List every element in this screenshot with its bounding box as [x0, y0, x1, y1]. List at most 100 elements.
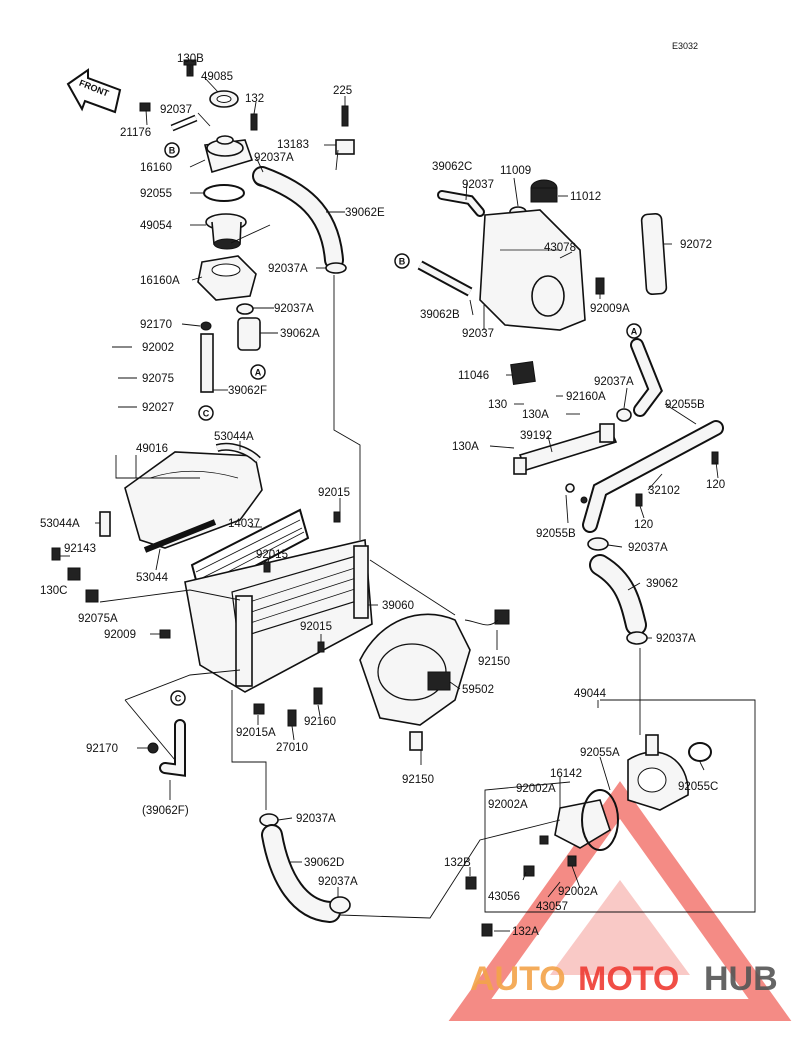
part-label: 11012 — [570, 191, 601, 203]
part-label: 92055B — [665, 399, 705, 411]
hose-39062e — [252, 105, 355, 274]
part-label: 32102 — [648, 485, 680, 497]
part-label: 43078 — [544, 242, 576, 254]
part-label: 16160 — [140, 162, 172, 174]
ref-b-circle-1 — [164, 142, 180, 158]
part-label: 92037A — [296, 813, 336, 825]
part-label: 92143 — [64, 543, 96, 555]
part-label: 92170 — [140, 319, 172, 331]
part-label: 92037A — [254, 152, 294, 164]
thermostat-group — [139, 59, 273, 393]
watermark-text: AUTO MOTO HUB — [470, 960, 778, 998]
part-label: 92075 — [142, 373, 174, 385]
part-label: 132B — [444, 857, 471, 869]
reference-markers: B A C B A C — [164, 142, 642, 706]
part-label: 92075A — [78, 613, 118, 625]
part-label: 92015 — [300, 621, 332, 633]
part-label: 92015A — [236, 727, 276, 739]
reservoir-group — [417, 179, 668, 331]
ref-b-circle-2 — [394, 253, 410, 269]
part-label: 92015 — [256, 549, 288, 561]
part-label: 43057 — [536, 901, 568, 913]
part-label: 43056 — [488, 891, 520, 903]
part-label: 92055 — [140, 188, 172, 200]
part-label: 92055C — [678, 781, 718, 793]
part-label: 53044A — [40, 518, 80, 530]
ref-c-circle-1 — [198, 405, 214, 421]
watermark-auto: AUTO — [470, 960, 566, 998]
part-label: 92037A — [594, 376, 634, 388]
part-label: 92072 — [680, 239, 712, 251]
part-label: 13183 — [277, 139, 309, 151]
part-label: 92009A — [590, 303, 630, 315]
ref-c-text-1: C — [203, 409, 210, 419]
part-label: 130A — [452, 441, 479, 453]
fan-group — [359, 609, 510, 751]
part-label: 49016 — [136, 443, 168, 455]
part-label: 21176 — [120, 127, 151, 139]
part-label: 27010 — [276, 742, 308, 754]
part-label: 39062D — [304, 857, 344, 869]
lower-hoses — [147, 719, 351, 923]
part-label: 92055B — [536, 528, 576, 540]
part-label: 92150 — [402, 774, 434, 786]
part-label: 130A — [522, 409, 549, 421]
part-label: 92037A — [656, 633, 696, 645]
part-label: 92009 — [104, 629, 136, 641]
ref-a-circle-2 — [626, 323, 642, 339]
part-label: 92002 — [142, 342, 174, 354]
part-label: 92037A — [268, 263, 308, 275]
part-label: 130B — [177, 53, 204, 65]
part-label: 92055A — [580, 747, 620, 759]
drawing-code: E3032 — [672, 41, 698, 51]
part-label: 53044A — [214, 431, 254, 443]
part-label: 92002A — [558, 886, 598, 898]
part-label: 59502 — [462, 684, 494, 696]
part-label: 225 — [333, 85, 352, 97]
radiator-group — [51, 442, 373, 727]
water-pump-group — [465, 734, 712, 937]
ref-b-text-2: B — [399, 257, 406, 267]
ref-c-text-2: C — [175, 694, 182, 704]
part-label: 92015 — [318, 487, 350, 499]
part-label: 92160 — [304, 716, 336, 728]
part-label: 92150 — [478, 656, 510, 668]
ref-a-text-1: A — [255, 368, 262, 378]
part-label: 92037 — [462, 328, 494, 340]
part-label: 92037A — [628, 542, 668, 554]
part-label: 92002A — [488, 799, 528, 811]
part-label: 130 — [488, 399, 507, 411]
part-label: 39062E — [345, 207, 385, 219]
part-label: 39192 — [520, 430, 552, 442]
part-label: (39062F) — [142, 805, 189, 817]
watermark-hub: HUB — [704, 960, 778, 998]
part-label: 49054 — [140, 220, 173, 232]
part-label: 92037A — [318, 876, 358, 888]
part-label: 92037 — [160, 104, 192, 116]
part-label: 130C — [40, 585, 68, 597]
part-label: 92170 — [86, 743, 118, 755]
ref-c-circle-2 — [170, 690, 186, 706]
watermark-logo — [448, 781, 792, 1021]
part-label: 132A — [512, 926, 539, 938]
pipe-group — [510, 338, 724, 645]
part-label: 49085 — [201, 71, 233, 83]
part-label: 92002A — [516, 783, 556, 795]
part-label: 92027 — [142, 402, 174, 414]
part-label: 49044 — [574, 688, 607, 700]
part-label: 39062F — [228, 385, 267, 397]
front-arrow: FRONT — [66, 68, 122, 114]
part-label: 39062B — [420, 309, 460, 321]
part-label: 92160A — [566, 391, 606, 403]
leader-lines — [60, 66, 756, 932]
part-label: 53044 — [136, 572, 169, 584]
ref-b-text-1: B — [169, 146, 176, 156]
watermark-moto: MOTO — [578, 960, 679, 998]
part-label: 11009 — [500, 165, 531, 177]
ref-a-circle-1 — [250, 364, 266, 380]
part-label: 39060 — [382, 600, 414, 612]
part-label: 11046 — [458, 370, 489, 382]
ref-a-text-2: A — [631, 327, 638, 337]
part-label: 14037 — [228, 518, 260, 530]
